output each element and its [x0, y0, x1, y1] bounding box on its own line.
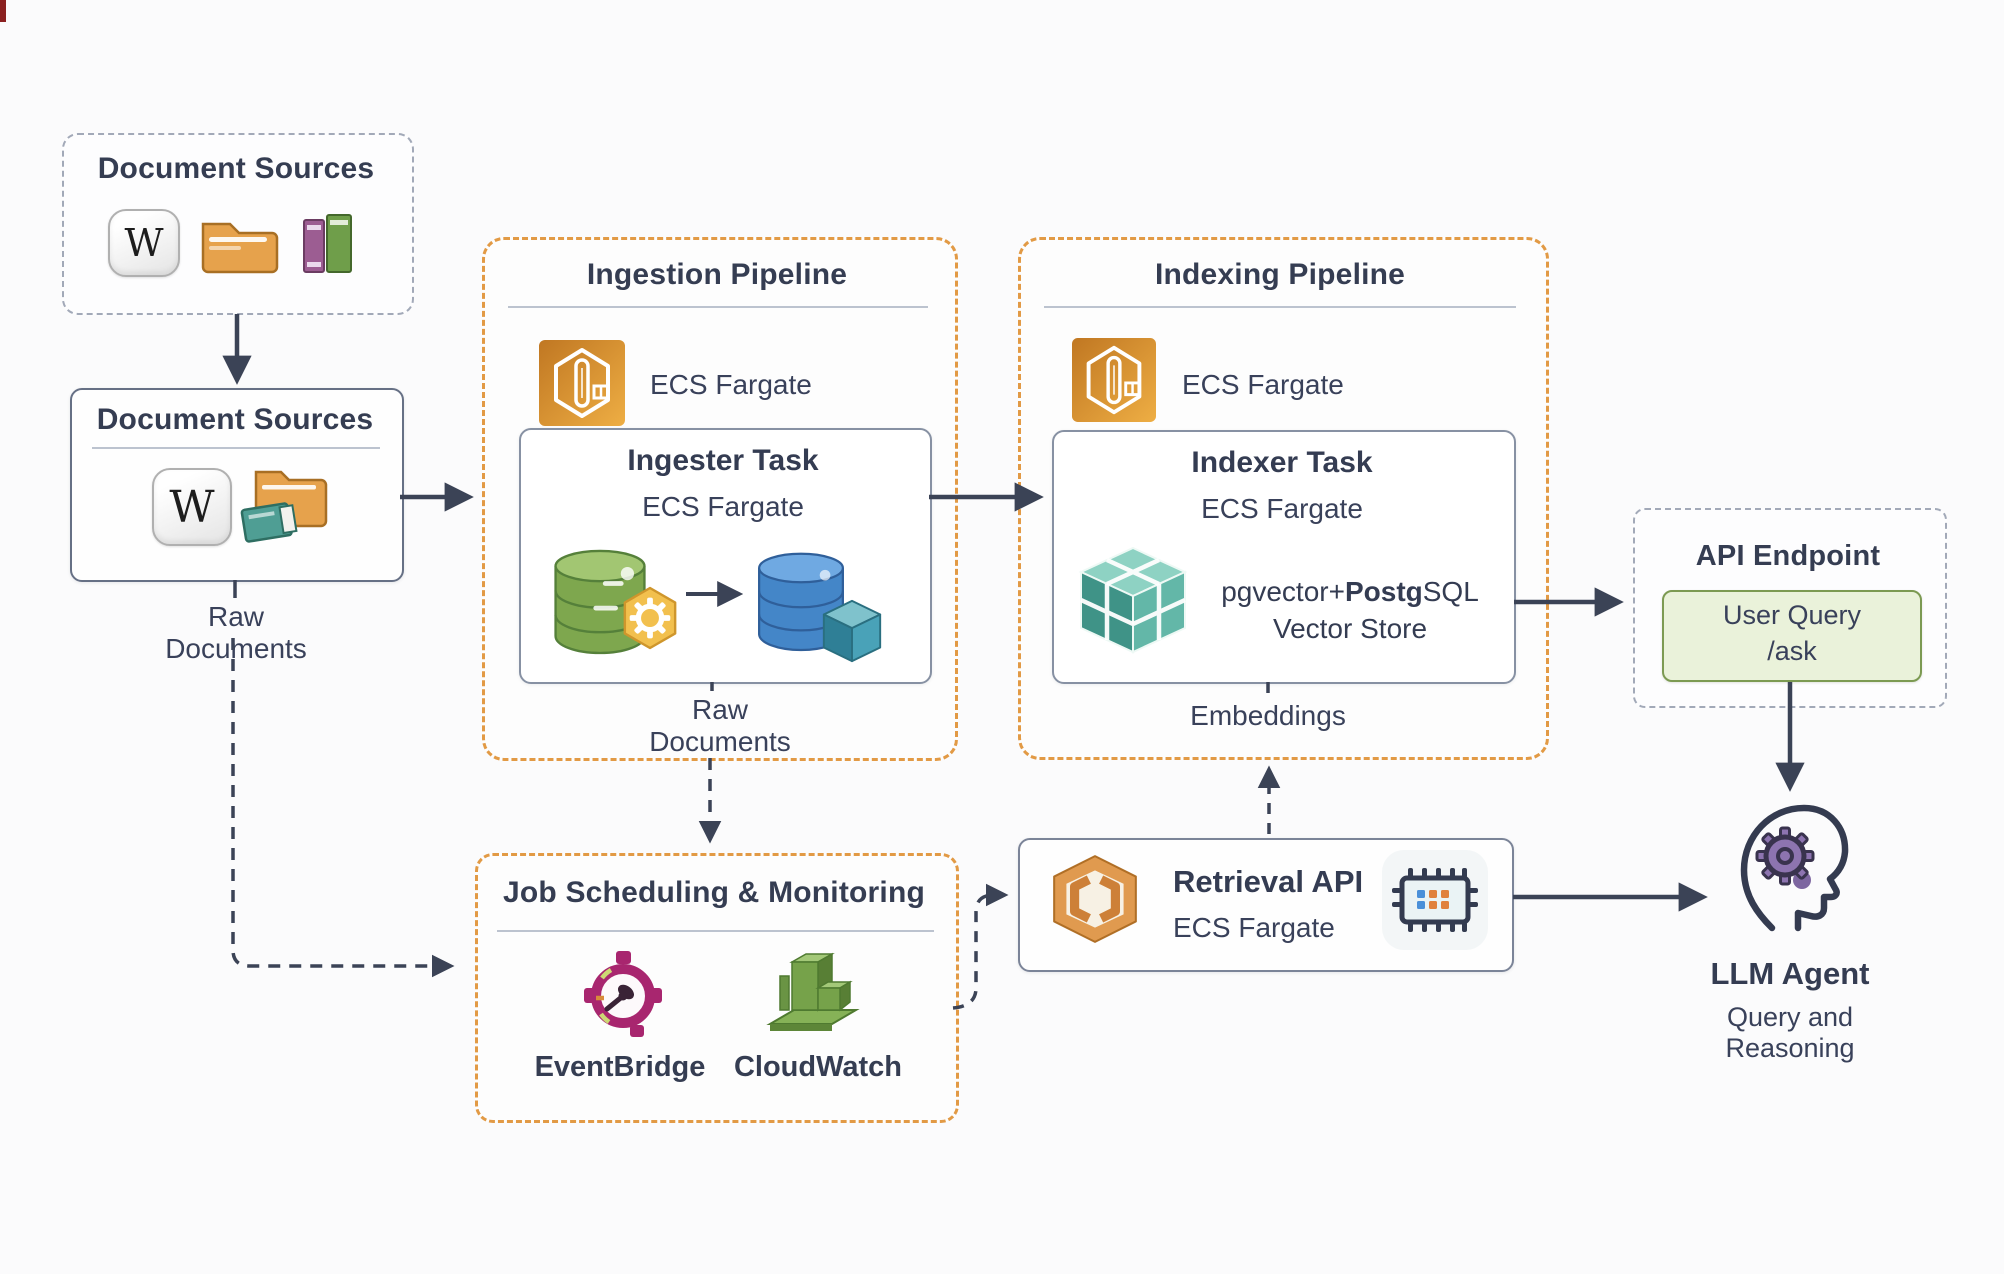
gear-hexagon-icon — [620, 583, 680, 653]
database-blue-icon — [752, 548, 850, 654]
embeddings-label: Embeddings — [1190, 700, 1346, 731]
wikipedia-icon: W — [108, 209, 180, 277]
indexer-task-title: Indexer Task — [1191, 446, 1373, 479]
retrieval-cube-icon — [1048, 850, 1142, 948]
document-sources-top-title: Document Sources — [97, 152, 375, 185]
dashed-docsources-to-jobs — [231, 638, 455, 978]
document-sources-box — [70, 388, 404, 582]
job-scheduling-divider — [497, 930, 934, 932]
indexing-pipeline-title: Indexing Pipeline — [1154, 258, 1406, 291]
wikipedia-icon: W — [152, 468, 232, 546]
cloudwatch-icon — [756, 946, 862, 1038]
api-endpoint-title: API Endpoint — [1695, 540, 1881, 572]
llm-agent-subtitle: Query and Reasoning — [1725, 1002, 1855, 1063]
indexing-fargate-label: ECS Fargate — [1182, 369, 1344, 400]
llm-head-icon — [1728, 796, 1852, 934]
indexer-task-subtitle: ECS Fargate — [1201, 493, 1363, 524]
ingestion-pipeline-title: Ingestion Pipeline — [586, 258, 848, 291]
folder-icon — [198, 211, 280, 275]
vector-store-line1: pgvector+PostgSQL — [1221, 576, 1479, 607]
job-scheduling-title: Job Scheduling & Monitoring — [502, 876, 926, 909]
eventbridge-label: EventBridge — [534, 1051, 706, 1083]
llm-agent-title: LLM Agent — [1710, 956, 1870, 991]
eventbridge-icon — [578, 946, 668, 1040]
document-sources-title: Document Sources — [96, 403, 374, 436]
user-query-line1: User Query — [1722, 600, 1862, 630]
job-scheduling-box — [475, 853, 959, 1123]
cube-icon — [818, 595, 886, 667]
screen-edge-artifact — [0, 0, 6, 22]
vector-store-cube-icon — [1072, 540, 1194, 660]
books-icon — [298, 210, 360, 276]
ecs-fargate-icon — [539, 340, 625, 426]
raw-documents-label: Raw Documents — [165, 601, 307, 664]
dashed-jobs-to-retrieval — [952, 883, 1009, 1010]
document-sources-divider — [92, 447, 380, 449]
indexing-divider — [1044, 306, 1516, 308]
user-query-line2: /ask — [1767, 636, 1817, 666]
folder-books-icon — [240, 464, 330, 550]
vector-store-line2: Vector Store — [1272, 613, 1428, 644]
user-query-button: User Query /ask — [1662, 590, 1922, 682]
cloudwatch-label: CloudWatch — [733, 1051, 903, 1083]
ingestion-fargate-label: ECS Fargate — [650, 369, 812, 400]
retrieval-api-subtitle: ECS Fargate — [1173, 912, 1335, 943]
chip-icon — [1382, 850, 1488, 950]
retrieval-api-title: Retrieval API — [1173, 864, 1364, 899]
ecs-fargate-icon — [1072, 338, 1156, 422]
ingestion-divider — [508, 306, 928, 308]
ingestion-output-label: Raw Documents — [649, 694, 791, 757]
ingester-task-title: Ingester Task — [627, 444, 819, 477]
ingester-task-subtitle: ECS Fargate — [642, 491, 804, 522]
